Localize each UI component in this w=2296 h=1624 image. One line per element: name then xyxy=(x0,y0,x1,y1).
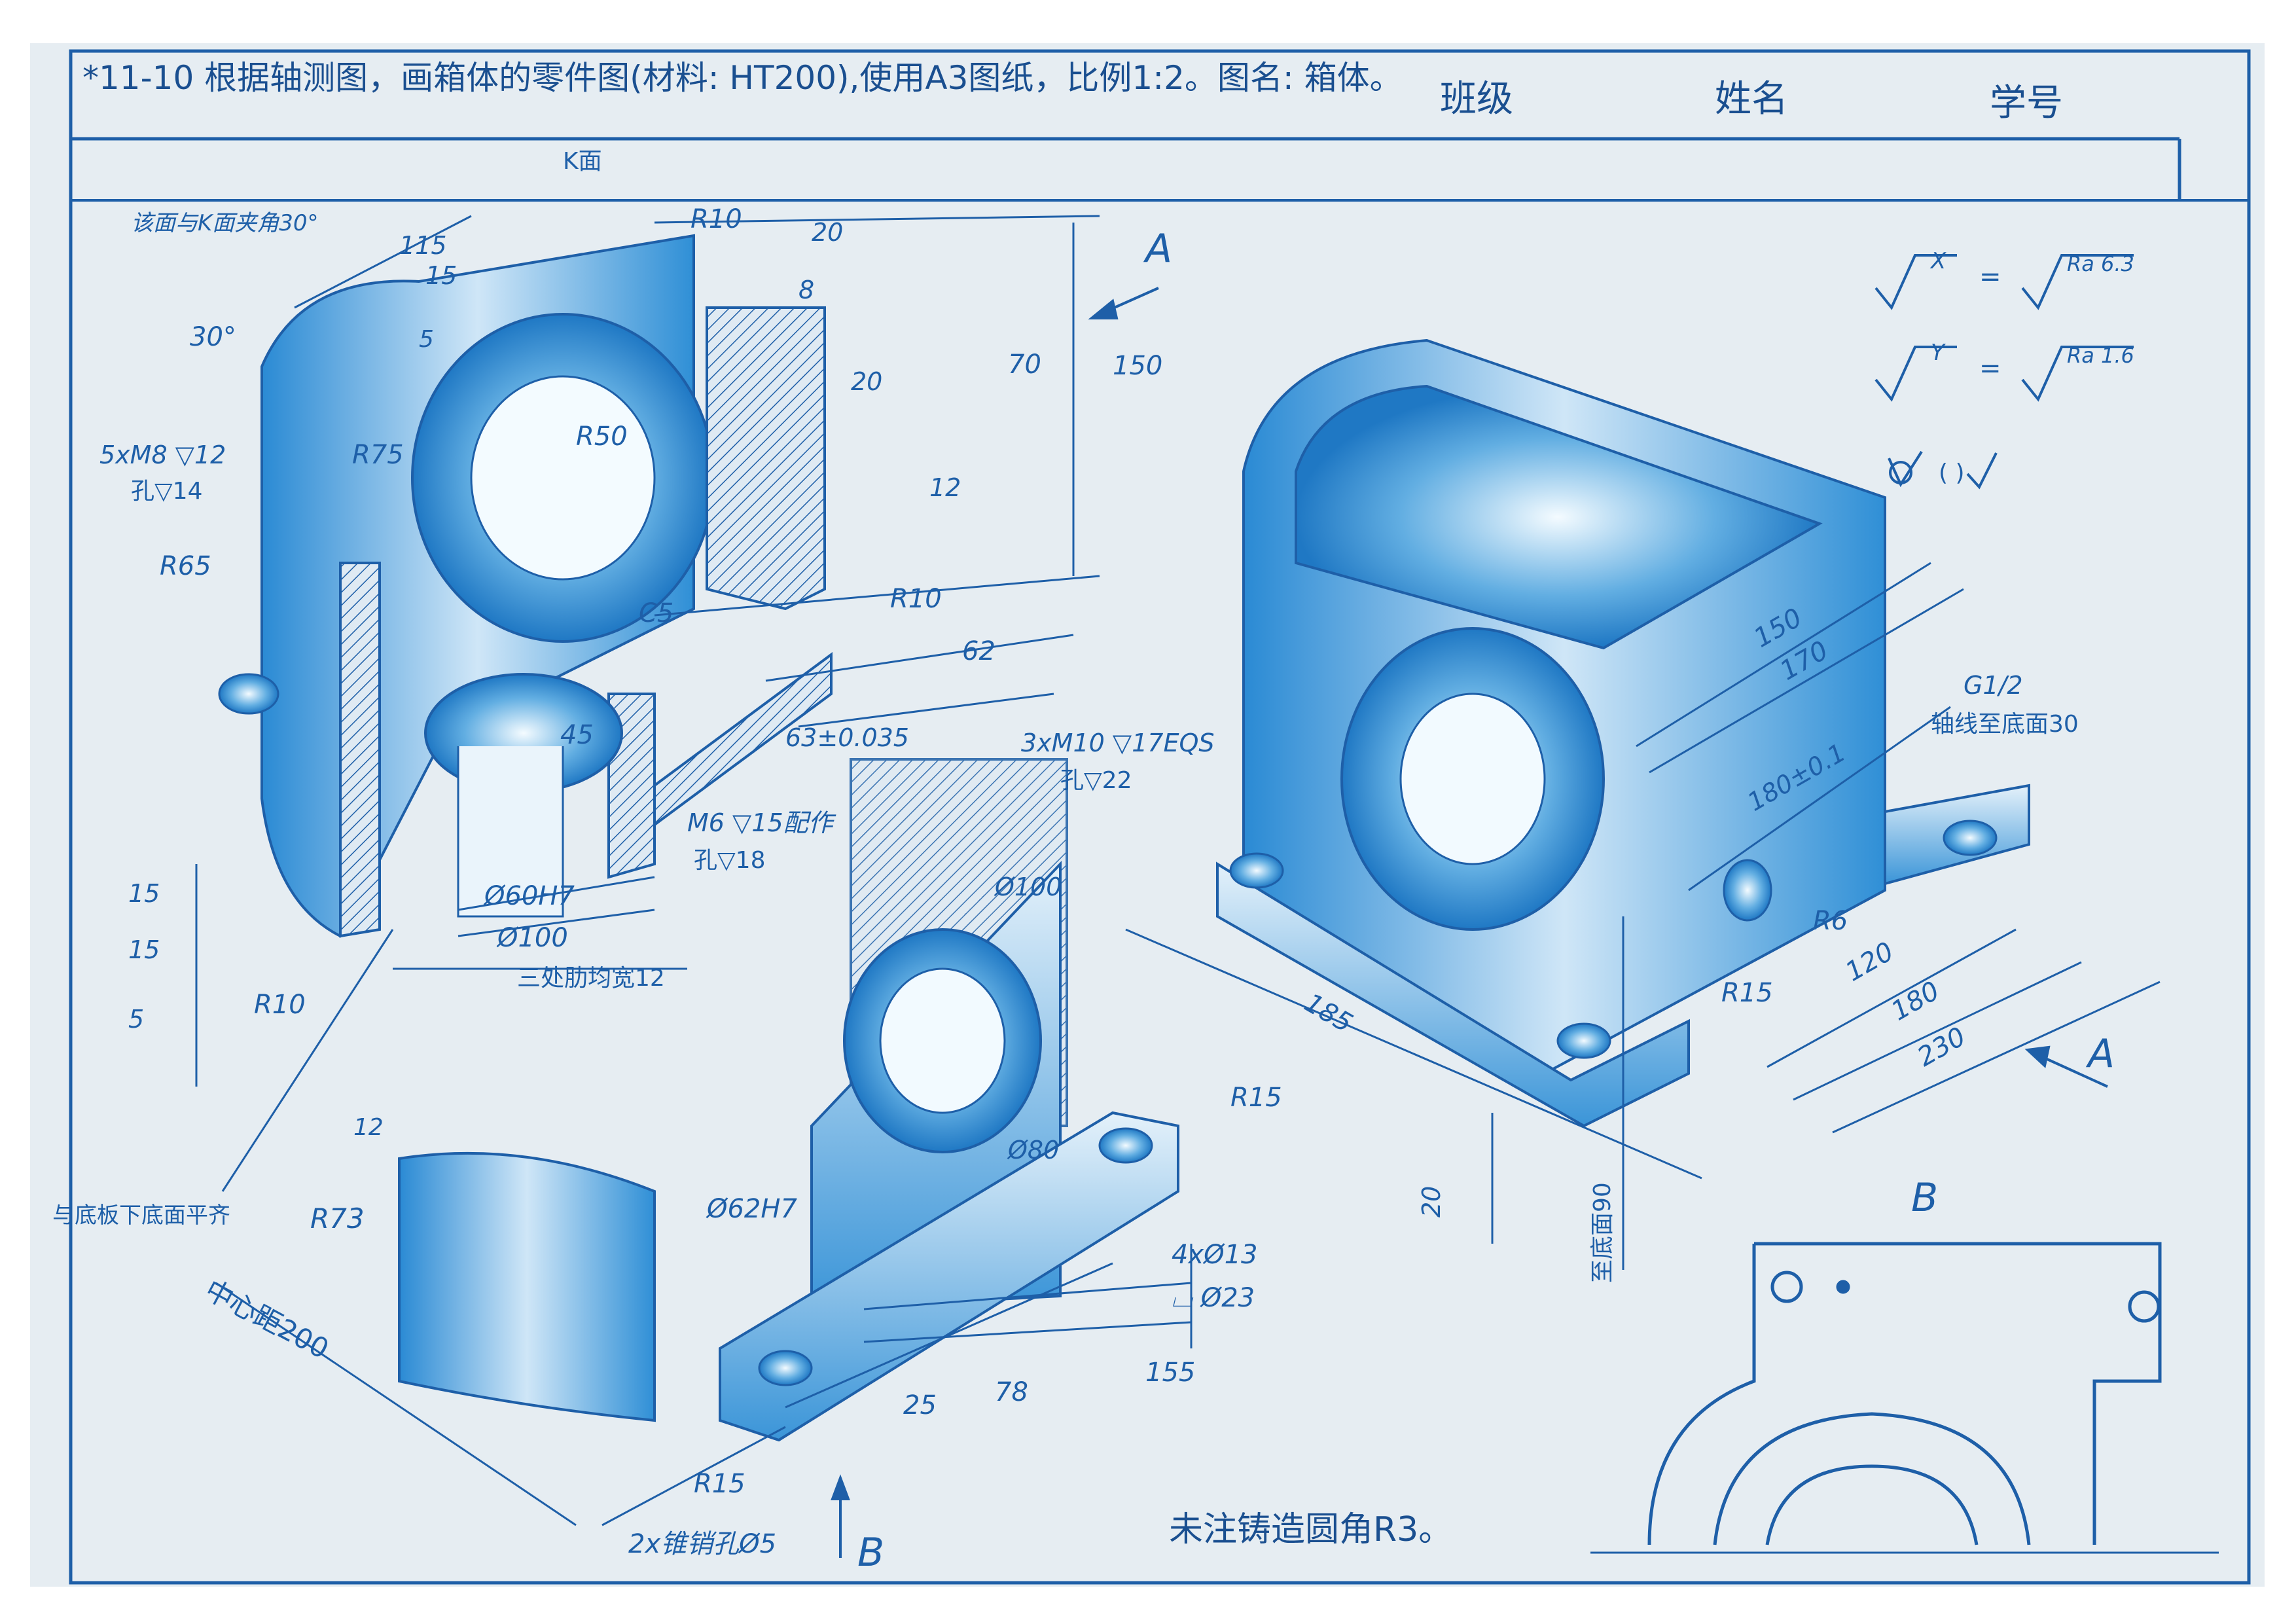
dim-45: 45 xyxy=(560,720,594,750)
rear-dimension-lines xyxy=(215,1244,1193,1526)
equals-y: = xyxy=(1979,353,2001,384)
dim-12: 12 xyxy=(929,473,961,502)
roughness-other: ( ) xyxy=(1939,460,1965,486)
dim-63-tolerance: 63±0.035 xyxy=(785,723,909,752)
dim-15: 15 xyxy=(425,261,457,290)
dim-12-rear: 12 xyxy=(353,1114,384,1141)
equals-x: = xyxy=(1979,262,2001,292)
radius-r6: R6 xyxy=(1813,906,1848,936)
bore-60h7: Ø60H7 xyxy=(483,881,575,911)
dim-62: 62 xyxy=(962,636,996,666)
dim-5-bottom: 5 xyxy=(128,1005,144,1034)
drawing-frame xyxy=(69,49,2251,1585)
dim-20: 20 xyxy=(851,367,882,396)
dim-15-a: 15 xyxy=(128,879,160,908)
rear-view xyxy=(398,758,1179,1442)
bore-62h7: Ø62H7 xyxy=(706,1194,797,1224)
cutaway-dimension-lines xyxy=(195,215,1100,1192)
to-bottom-90: 至底面90 xyxy=(1589,1182,1616,1283)
dim-180: 180 xyxy=(1886,976,1945,1027)
dim-25: 25 xyxy=(903,1390,937,1420)
hole-depth-14: 孔▽14 xyxy=(131,478,203,505)
bore-100: Ø100 xyxy=(496,923,568,953)
dim-5: 5 xyxy=(419,326,434,353)
radius-r65: R65 xyxy=(160,551,211,581)
roughness-ra-1.6: Ra 1.6 xyxy=(2067,343,2134,368)
k-face-label: K面 xyxy=(563,148,602,175)
center-distance: 中心距200 xyxy=(200,1274,334,1365)
casting-fillet-note: 未注铸造圆角R3。 xyxy=(1169,1510,1452,1549)
angle-note: 该面与K面夹角30° xyxy=(131,210,319,236)
taper-pin-holes: 2x锥销孔Ø5 xyxy=(628,1529,776,1559)
ribs-note: 三处肋均宽12 xyxy=(517,965,665,992)
dim-115: 115 xyxy=(399,231,447,260)
thread-m6: M6 ▽15配作 xyxy=(687,808,836,837)
dim-230: 230 xyxy=(1912,1022,1971,1073)
roughness-ra-6.3: Ra 6.3 xyxy=(2067,251,2134,276)
dim-20-right: 20 xyxy=(1417,1186,1446,1218)
radius-r15-right: R15 xyxy=(1721,978,1773,1008)
radius-r10-low: R10 xyxy=(254,990,306,1020)
dim-120: 120 xyxy=(1840,937,1899,988)
roughness-legend xyxy=(1874,254,2134,490)
thread-5xm8: 5xM8 ▽12 xyxy=(99,441,226,469)
axis-height-note: 轴线至底面30 xyxy=(1931,711,2079,738)
hole-depth-18: 孔▽18 xyxy=(694,847,766,874)
student-id-label: 学号 xyxy=(1990,82,2063,124)
dim-20-top: 20 xyxy=(812,218,843,247)
view-arrows xyxy=(831,287,2108,1558)
flush-note: 与底板下底面平齐 xyxy=(52,1202,230,1229)
radius-r10-mid: R10 xyxy=(890,584,942,614)
chamfer-c5: C5 xyxy=(639,598,673,628)
name-label: 姓名 xyxy=(1715,78,1788,120)
view-a-top: A xyxy=(1143,226,1172,272)
radius-r73: R73 xyxy=(310,1202,365,1235)
pipe-thread-g12: G1/2 xyxy=(1964,671,2023,700)
isometric-view xyxy=(1216,338,2030,1128)
radius-r50: R50 xyxy=(576,422,628,452)
hole-depth-22: 孔▽22 xyxy=(1060,767,1132,794)
dim-8: 8 xyxy=(798,276,814,304)
radius-r15-top: R15 xyxy=(1230,1083,1282,1113)
thread-3xm10: 3xM10 ▽17EQS xyxy=(1021,729,1215,757)
dim-150: 150 xyxy=(1113,351,1162,381)
assignment-title: *11-10 根据轴测图，画箱体的零件图(材料: HT200),使用A3图纸，比… xyxy=(82,59,1403,97)
radius-r75: R75 xyxy=(352,440,404,470)
radius-r10-top: R10 xyxy=(691,204,742,234)
dim-15-b: 15 xyxy=(128,935,160,964)
view-a-right: A xyxy=(2085,1031,2115,1077)
view-b-bottom: B xyxy=(857,1530,884,1576)
radius-r15-low: R15 xyxy=(694,1469,745,1499)
dim-78: 78 xyxy=(995,1377,1028,1407)
counterbore-23: ⌴ Ø23 xyxy=(1172,1283,1255,1313)
bore-80: Ø80 xyxy=(1007,1136,1059,1164)
view-b-right: B xyxy=(1911,1175,1938,1221)
class-label: 班级 xyxy=(1440,78,1513,120)
flange-100: Ø100 xyxy=(994,873,1062,901)
dim-185: 185 xyxy=(1299,988,1357,1039)
partial-drawing-corner xyxy=(1590,1242,2219,1554)
holes-4x13: 4xØ13 xyxy=(1172,1240,1258,1270)
roughness-y-symbol: Y xyxy=(1931,340,1946,366)
cutaway-view xyxy=(218,234,833,938)
dim-155: 155 xyxy=(1145,1358,1195,1388)
isometric-dimension-lines xyxy=(1125,562,2161,1270)
dim-70: 70 xyxy=(1008,350,1041,380)
roughness-x-symbol: X xyxy=(1929,248,1946,274)
angle-30: 30° xyxy=(190,322,236,352)
